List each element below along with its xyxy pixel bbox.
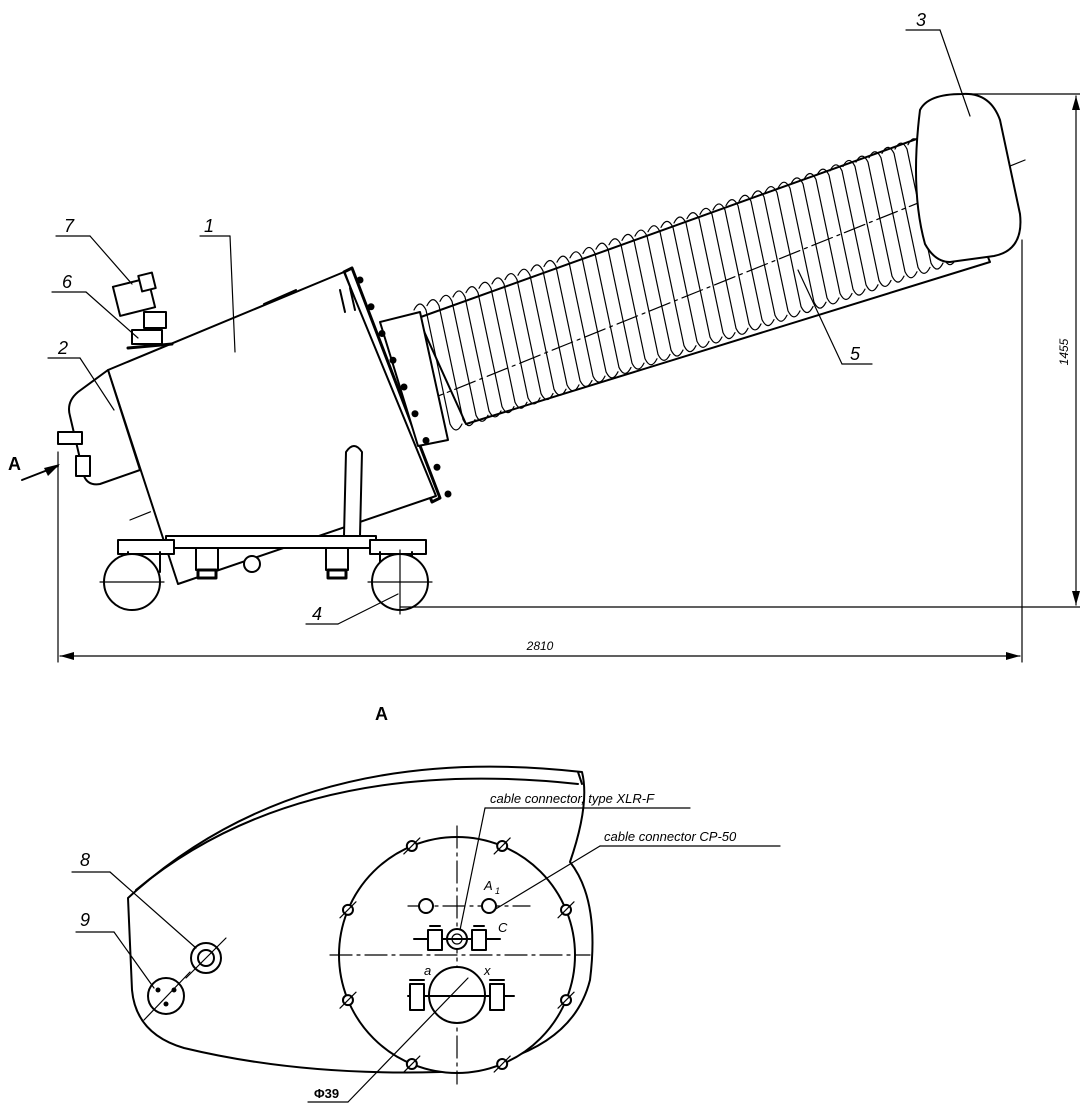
insulator-rib [647,225,697,353]
insulator-rib [712,203,762,331]
insulator-rib [608,238,658,366]
part-number-8: 8 [80,850,90,870]
insulator-rib [764,185,814,314]
cover-bolt-mark [493,1055,511,1073]
cover-bolt-mark [557,901,575,919]
insulator-rib [517,268,567,396]
insulator-rib [530,264,580,392]
flange-bolt [433,463,441,471]
flange-bolt [422,437,430,444]
flange-bolt [444,490,452,498]
dimension-width: 2810 [57,239,1023,663]
insulator-rib [699,207,749,335]
lifting-handle [339,287,356,313]
callout-cp-connector: cable connector CP-50 [604,829,737,844]
insulator-rib [803,172,853,301]
insulator-rib [439,294,489,422]
insulator-rib [491,277,541,405]
cover-bolt-mark [339,901,357,919]
terminal-row-upper [413,925,501,951]
casing-outline [127,765,594,1074]
terminal-row-lower [407,979,515,1011]
flange-bolt [389,356,397,364]
insulator-rib [868,151,918,279]
part-number-4: 4 [312,604,322,624]
dimension-width-label: 2810 [526,639,554,653]
flange-bolt [378,330,386,337]
insulator-rib [660,220,710,348]
view-arrow-a: A [8,454,60,481]
insulator-rib [725,199,775,327]
cover-bolt-mark [493,837,511,855]
insulator-bushing [129,129,1026,521]
insulator-rib [543,259,593,388]
insulator-rib [426,299,476,427]
insulator-rib [452,290,502,418]
rear-connector [57,431,91,477]
top-cap [915,92,1022,263]
insulator-rib [569,251,619,379]
insulator-rib [595,242,645,370]
terminal-a: a [424,963,431,978]
insulator-rib [504,272,554,401]
flange-bolt [367,303,375,311]
insulator-rib [790,177,840,305]
part-number-3: 3 [916,10,926,30]
terminal-c: C [498,920,508,935]
insulator-rib [751,190,801,318]
insulator-rib [855,155,905,283]
insulator-rib [673,216,723,344]
part-leaders [47,29,971,625]
insulator-rib [738,194,788,322]
insulator-rib [582,246,632,375]
flange-bolt [411,410,419,418]
insulator-rib [465,286,515,414]
flange-bolt [400,383,408,391]
insulator-rib [634,229,684,357]
insulator-rib [816,168,866,296]
part-number-2: 2 [57,338,68,358]
side-view: A 1455 2810 [8,10,1080,663]
part-number-1: 1 [204,216,214,236]
junction-box [111,271,174,350]
terminal-a1-sub: 1 [495,886,500,896]
callout-xlr-connector: cable connector, type XLR-F [490,791,655,806]
insulator-rib [478,281,528,409]
cart [99,445,433,615]
insulator-rib [777,181,827,309]
part-number-labels: 1 2 3 4 5 6 7 [57,10,926,624]
part-number-5: 5 [850,344,861,364]
part-number-6: 6 [62,272,73,292]
part-number-9: 9 [80,910,90,930]
terminal-a1: A [483,878,493,893]
view-a: 8 9 cable connector, type XLR-F cable co… [71,765,781,1103]
flange-bolt [356,276,364,284]
insulator-rib [881,146,931,274]
dimension-height-label: 1455 [1057,338,1071,365]
port-8 [185,937,227,979]
dimension-height: 1455 [399,93,1080,608]
insulator-rib [686,212,736,340]
part-number-7: 7 [64,216,75,236]
cover-bolt-mark [339,991,357,1009]
port-9 [143,971,191,1021]
insulator-rib [829,164,879,292]
terminal-x: x [483,963,491,978]
insulator-rib [842,159,892,288]
view-a-title: A [375,704,388,724]
insulator-rib [621,233,671,361]
view-a-leaders [71,807,781,1103]
view-marker-side: A [8,454,21,474]
cover-bolt-mark [557,991,575,1009]
cover-bolt-mark [403,837,421,855]
insulator-rib [556,255,606,383]
insulator-rib [413,303,463,431]
callout-diameter: Φ39 [314,1086,339,1101]
cover-bolt-mark [403,1055,421,1073]
flange [342,266,452,504]
